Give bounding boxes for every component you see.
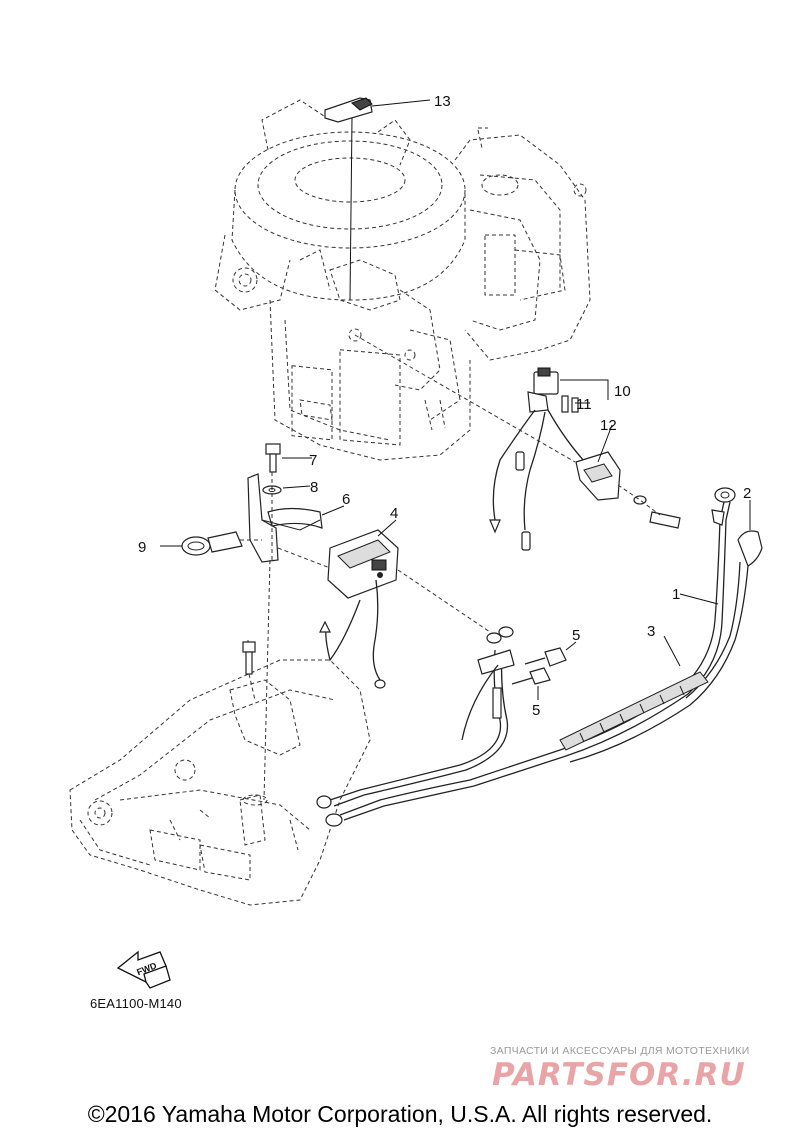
callout-2: 2	[743, 485, 751, 502]
assembly-guide-lines	[242, 559, 271, 801]
part-1-battery-cable	[325, 487, 736, 827]
callout-3: 3	[647, 623, 655, 640]
callout-12: 12	[600, 417, 617, 434]
callout-4: 4	[390, 505, 398, 522]
part-3-cable-harness	[316, 626, 709, 809]
callout-11: 11	[576, 396, 592, 413]
watermark-logo: PARTSFOR.RU	[492, 1057, 746, 1093]
part-7-bolt	[265, 443, 312, 473]
callout-9: 9	[138, 539, 146, 556]
part-4-rectifier	[277, 519, 491, 689]
part-13-clip	[324, 97, 431, 301]
bottom-cowling-outline	[69, 659, 371, 906]
callout-13: 13	[434, 93, 451, 110]
callout-labels: 13 10 11 12 7 8 6 2 4 9 1 3 5 5	[138, 93, 751, 719]
callout-1: 1	[672, 586, 680, 603]
part-5-screws	[511, 641, 577, 700]
part-10-11-connector	[489, 367, 609, 551]
part-12-sensor	[575, 424, 681, 529]
fwd-arrow-icon: FWD	[116, 950, 171, 989]
watermark-tagline: ЗАПЧАСТИ И АКСЕССУАРЫ ДЛЯ МОТОТЕХНИКИ	[490, 1045, 750, 1057]
callout-6: 6	[342, 491, 350, 508]
engine-block-outline	[214, 99, 591, 461]
callout-10: 10	[614, 383, 631, 400]
callout-7: 7	[309, 452, 317, 469]
callout-5a: 5	[572, 627, 580, 644]
part-9-clamp	[160, 531, 262, 556]
callout-5b: 5	[532, 702, 540, 719]
part-8-washer	[262, 485, 311, 495]
copyright-notice: ©2016 Yamaha Motor Corporation, U.S.A. A…	[87, 1101, 713, 1127]
callout-8: 8	[310, 479, 318, 496]
diagram-code: 6EA1100-M140	[90, 996, 182, 1011]
